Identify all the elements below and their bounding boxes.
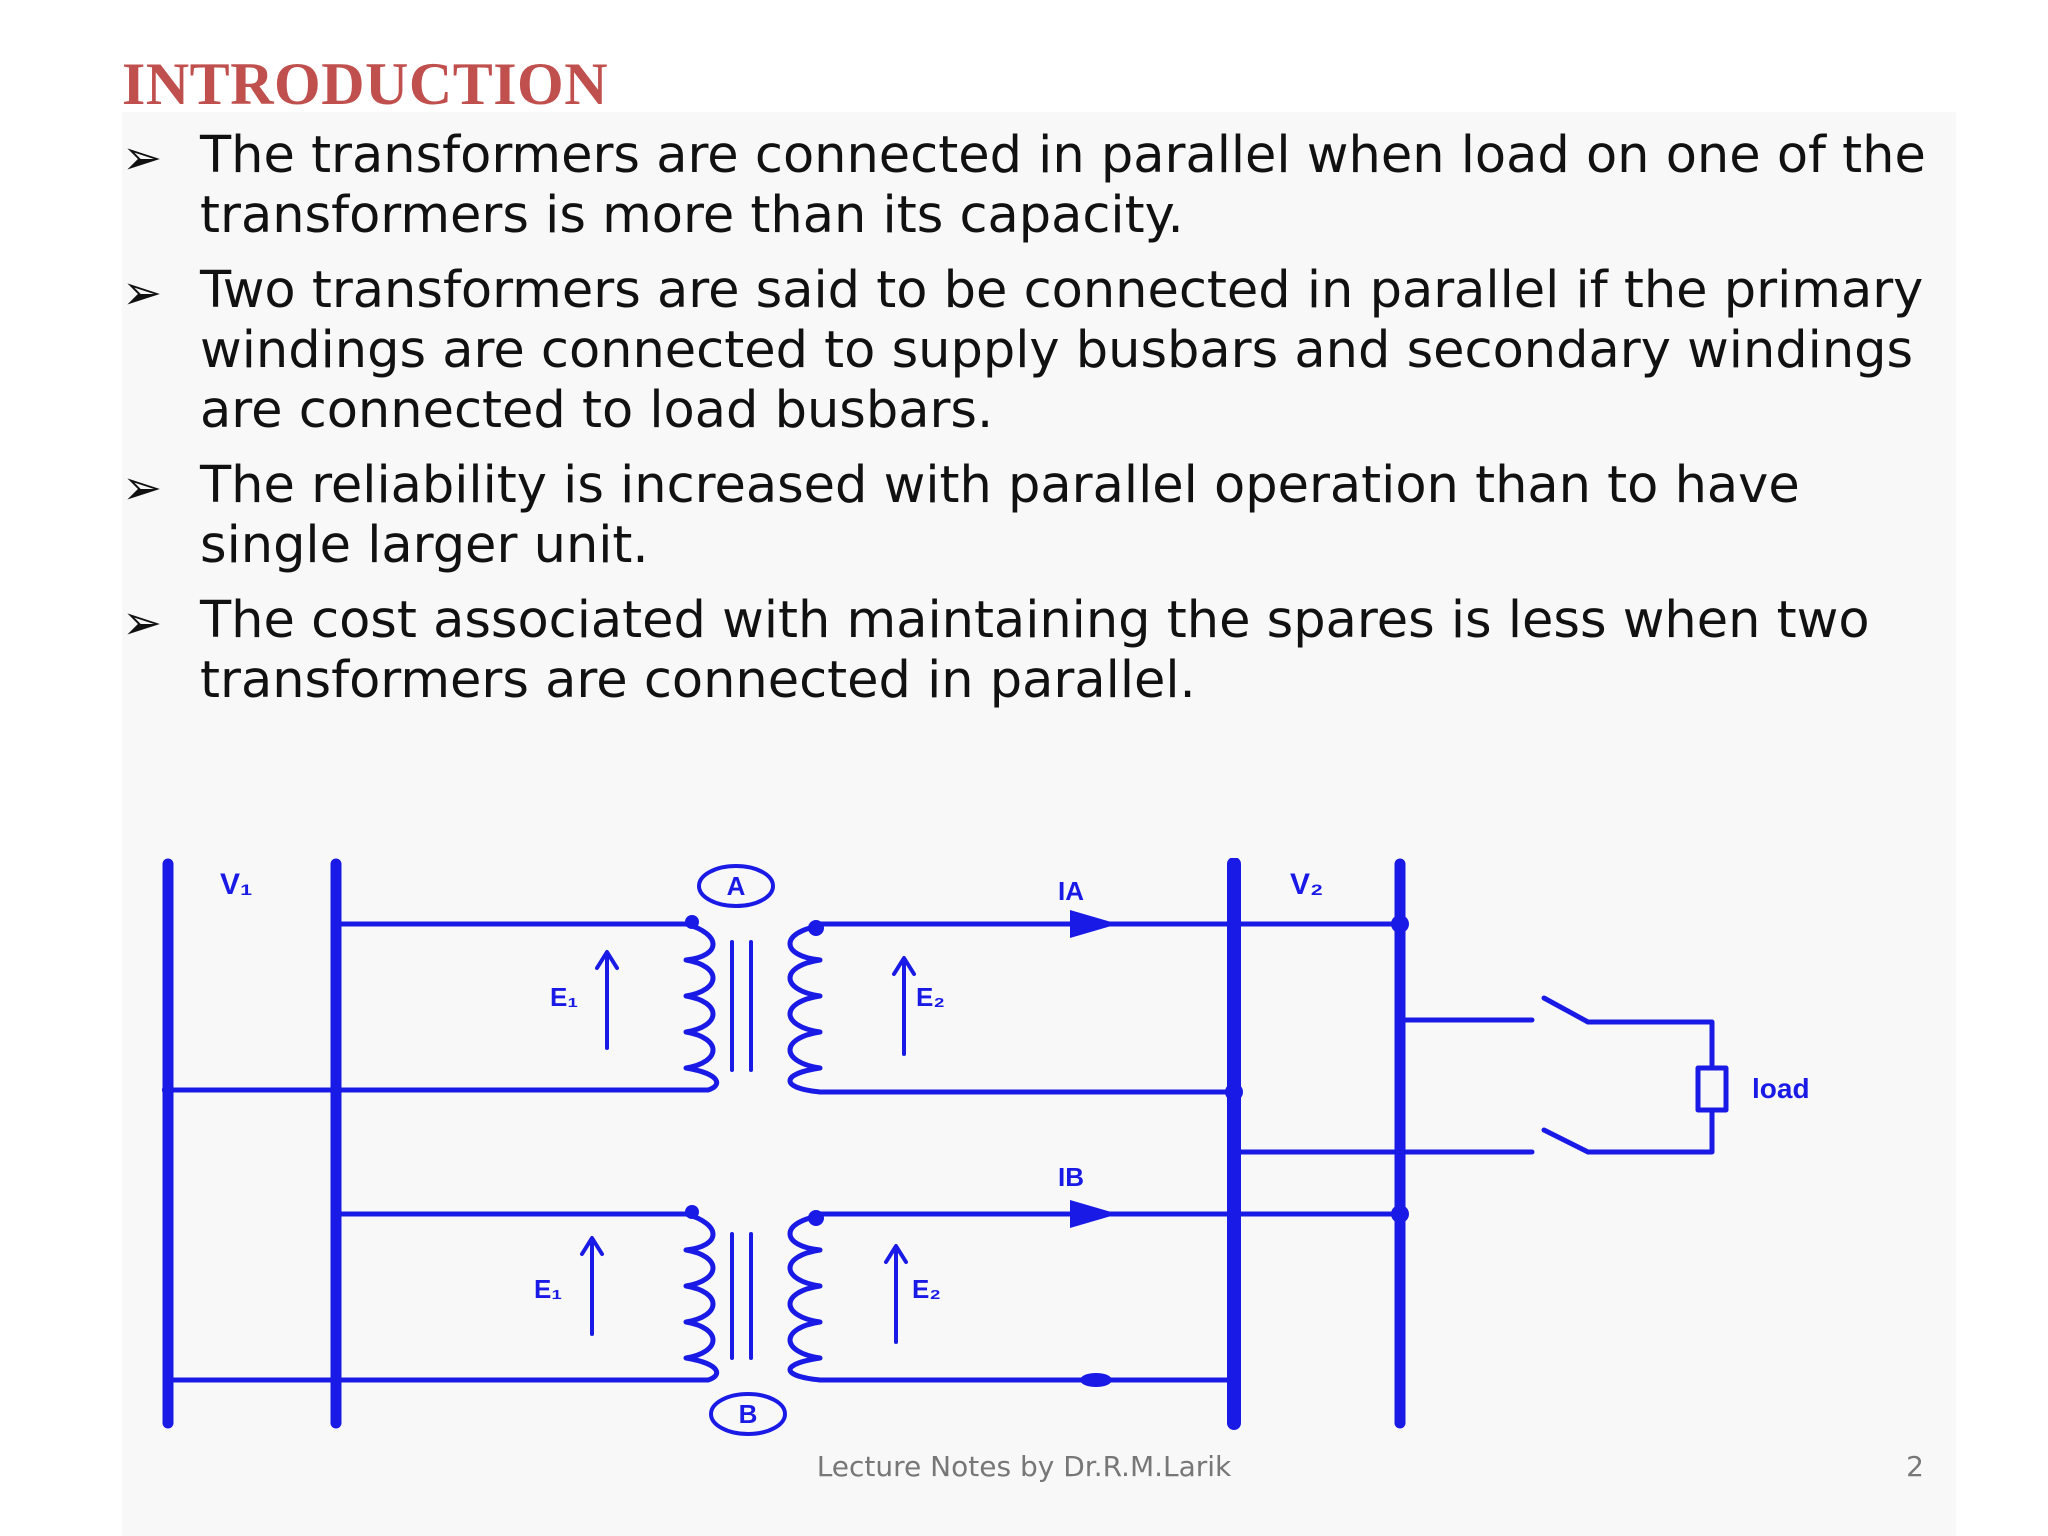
junction-dot [1080,1373,1112,1387]
primary-b-coil [683,1211,720,1383]
bullet-text: The cost associated with maintaining the… [200,591,1870,710]
page-number: 2 [1906,1450,1924,1483]
load-top-wire-right [1585,1019,1715,1071]
junction-dot [330,1084,342,1096]
secondary-a-coil [787,923,823,1095]
label-ia: IA [1058,876,1084,906]
arrow-bullet-icon: ➢ [122,265,163,321]
bullet-text: The reliability is increased with parall… [200,456,1800,575]
junction-dot [162,1084,174,1096]
bullet-list: ➢ The transformers are connected in para… [122,126,1952,726]
switch-bottom [1541,1127,1591,1155]
bullet-item: ➢ The transformers are connected in para… [122,126,1952,246]
e1-b-arrowhead [580,1236,604,1256]
transformer-a-circle [697,864,775,908]
bullet-item: ➢ The cost associated with maintaining t… [122,591,1952,711]
label-load: load [1752,1073,1810,1104]
label-v1: V₁ [220,868,252,901]
primary-a-coil [683,921,720,1093]
junction-dot [1391,915,1409,933]
ib-arrowhead [1070,1200,1118,1228]
bullet-text: The transformers are connected in parall… [200,126,1926,245]
bullet-text: Two transformers are said to be connecte… [200,261,1924,440]
slide-background [122,112,1956,1536]
polarity-dot-a-primary [685,915,699,929]
transformer-b-circle [709,1392,787,1436]
slide-title: INTRODUCTION [122,51,609,117]
footer-text: Lecture Notes by Dr.R.M.Larik [816,1450,1232,1483]
e1-a-arrowhead [595,950,619,970]
label-v2: V₂ [1290,868,1323,901]
label-ib: IB [1058,1162,1084,1192]
polarity-dot-b-primary [685,1205,699,1219]
arrow-bullet-icon: ➢ [122,595,163,651]
label-e2-a: E₂ [916,982,945,1012]
label-transformer-a: A [727,871,746,901]
junction-dot [1225,1083,1243,1101]
junction-dot [1391,1205,1409,1223]
ia-arrowhead [1070,910,1118,938]
arrow-bullet-icon: ➢ [122,460,163,516]
load-bottom-wire-right [1585,1107,1715,1155]
label-e1-a: E₁ [550,982,578,1012]
switch-top [1541,995,1591,1025]
bullet-item: ➢ The reliability is increased with para… [122,456,1952,576]
secondary-b-coil [787,1213,823,1383]
polarity-dot-a-secondary [808,920,824,936]
junction-dot [330,1374,342,1386]
arrow-bullet-icon: ➢ [122,130,163,186]
bullet-item: ➢ Two transformers are said to be connec… [122,261,1952,441]
polarity-dot-b-secondary [808,1210,824,1226]
load-resistor [1695,1065,1729,1113]
label-e1-b: E₁ [534,1274,562,1304]
label-e2-b: E₂ [912,1274,941,1304]
label-transformer-b: B [739,1399,758,1429]
e2-a-arrowhead [892,956,916,976]
parallel-transformer-circuit-diagram: V₁ V₂ A B IA IB E₁ E₂ E₁ E₂ load [162,858,1810,1436]
e2-b-arrowhead [884,1244,908,1264]
